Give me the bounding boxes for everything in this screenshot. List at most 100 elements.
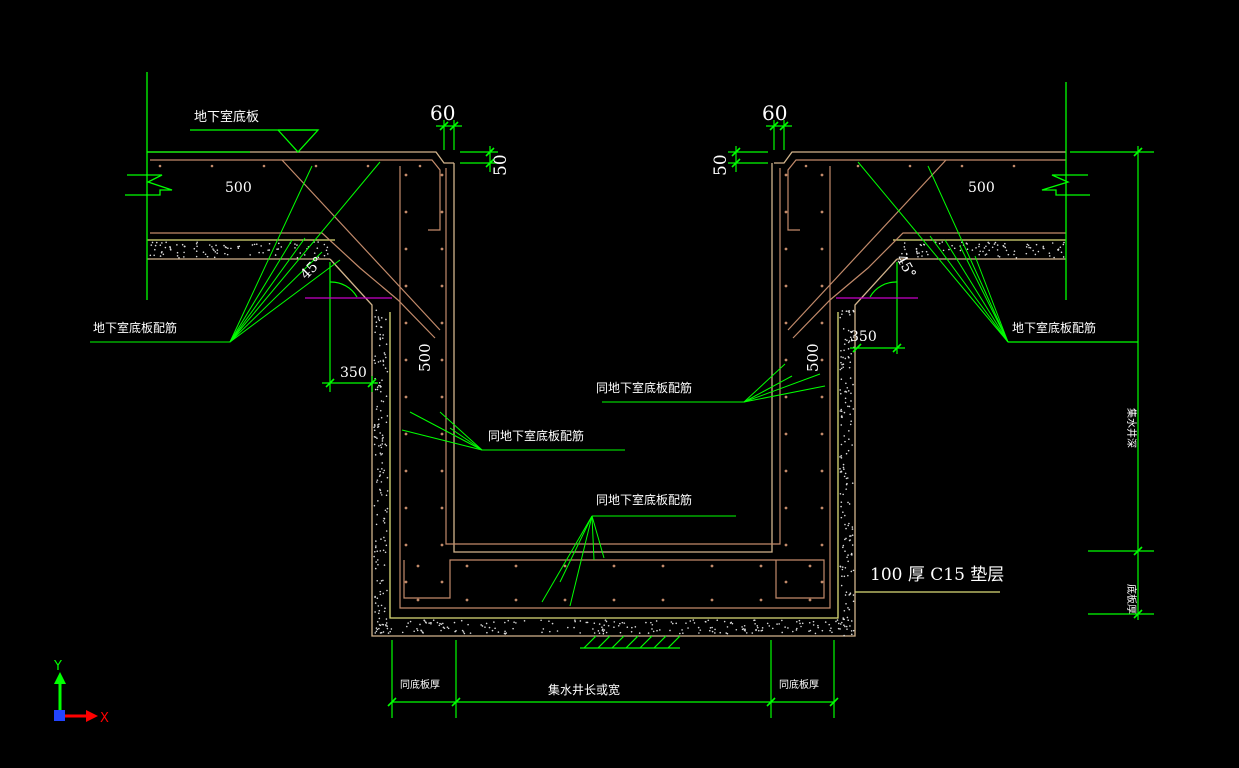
concrete-speck — [176, 244, 178, 246]
concrete-speck — [382, 400, 385, 403]
rebar-dot — [404, 395, 408, 399]
concrete-speck — [975, 247, 977, 249]
concrete-speck — [376, 620, 379, 623]
concrete-speck — [379, 470, 381, 473]
concrete-speck — [381, 468, 383, 470]
concrete-speck — [381, 434, 384, 437]
concrete-speck — [626, 626, 629, 628]
concrete-speck — [842, 366, 845, 368]
concrete-speck — [249, 254, 251, 256]
rebar-dots — [158, 164, 1016, 602]
concrete-speck — [375, 309, 378, 312]
concrete-speck — [602, 630, 605, 633]
concrete-speck — [390, 628, 393, 630]
concrete-speck — [988, 249, 990, 252]
concrete-speck — [377, 424, 379, 426]
concrete-speck — [317, 241, 319, 243]
concrete-speck — [1051, 242, 1054, 244]
concrete-speck — [741, 626, 743, 628]
concrete-speck — [621, 621, 624, 624]
concrete-speck — [379, 409, 382, 412]
leader-wall-right-1 — [743, 363, 786, 403]
concrete-speck — [375, 325, 378, 328]
concrete-speck — [373, 423, 376, 426]
concrete-speck — [540, 619, 542, 622]
concrete-speck — [212, 248, 214, 250]
concrete-speck — [1060, 251, 1063, 254]
concrete-speck — [374, 316, 376, 318]
rebar-dot — [784, 210, 788, 214]
rebar-dot — [661, 564, 665, 568]
ground-hatch-4 — [625, 635, 639, 649]
concrete-speck — [374, 362, 376, 364]
concrete-speck — [845, 310, 848, 313]
concrete-speck — [844, 397, 847, 400]
concrete-speck — [941, 241, 944, 243]
concrete-speck — [374, 425, 376, 427]
concrete-speck — [497, 631, 500, 633]
concrete-speck — [613, 626, 615, 629]
tick-350l-a — [325, 378, 335, 388]
concrete-speck — [385, 318, 387, 321]
concrete-speck — [844, 472, 847, 475]
concrete-speck — [847, 501, 849, 504]
rebar-dot — [158, 164, 162, 168]
concrete-speck — [586, 621, 589, 624]
concrete-speck — [374, 550, 376, 553]
slab-frame-lines — [125, 72, 1090, 300]
concrete-speck — [996, 244, 999, 246]
concrete-speck — [385, 356, 387, 359]
concrete-speck — [377, 563, 379, 566]
rebar-dot — [808, 564, 812, 568]
concrete-speck — [432, 619, 435, 622]
concrete-speck — [423, 620, 426, 622]
concrete-speck — [380, 317, 383, 319]
concrete-speck — [846, 556, 848, 559]
concrete-speck — [846, 477, 849, 479]
rebar-dot — [820, 284, 824, 288]
tick-60r-b — [779, 121, 789, 131]
concrete-speck — [953, 247, 956, 250]
concrete-speck — [385, 544, 388, 547]
concrete-speck — [374, 436, 377, 439]
concrete-speck — [631, 626, 633, 629]
concrete-speck — [829, 629, 831, 632]
rebar-dot — [820, 432, 824, 436]
leader-wall-right-4 — [743, 375, 793, 403]
concrete-speck — [843, 575, 846, 578]
concrete-speck — [381, 337, 384, 339]
concrete-speck — [840, 367, 843, 370]
rebar-dot — [440, 247, 444, 251]
rebar-dot — [404, 210, 408, 214]
rebar-dot — [820, 210, 824, 214]
concrete-speck — [915, 248, 918, 250]
tick-60r-a — [769, 121, 779, 131]
ground-hatch-7 — [667, 635, 681, 649]
concrete-speck — [787, 627, 789, 629]
concrete-speck — [840, 455, 843, 457]
leader-right-2 — [927, 165, 1009, 343]
concrete-speck — [382, 520, 385, 522]
concrete-speck — [993, 243, 996, 245]
concrete-speck — [840, 457, 843, 459]
concrete-speck — [994, 241, 997, 244]
concrete-speck — [847, 554, 849, 556]
rebar-dot — [960, 164, 964, 168]
concrete-speck — [260, 245, 262, 247]
concrete-speck — [296, 256, 299, 259]
concrete-speck — [513, 621, 515, 623]
concrete-speck — [711, 626, 713, 629]
rebar-dot — [210, 164, 214, 168]
rebar-dot — [759, 598, 763, 602]
leader-right-3 — [929, 235, 1009, 343]
leader-wall-left-3 — [439, 411, 483, 451]
concrete-speck — [619, 622, 621, 625]
concrete-speck — [461, 629, 464, 632]
concrete-speck — [966, 248, 969, 251]
concrete-speck — [840, 410, 843, 413]
concrete-speck — [384, 367, 387, 369]
rebar-dot — [820, 469, 824, 473]
concrete-speck — [847, 390, 850, 392]
concrete-speck — [378, 623, 381, 626]
